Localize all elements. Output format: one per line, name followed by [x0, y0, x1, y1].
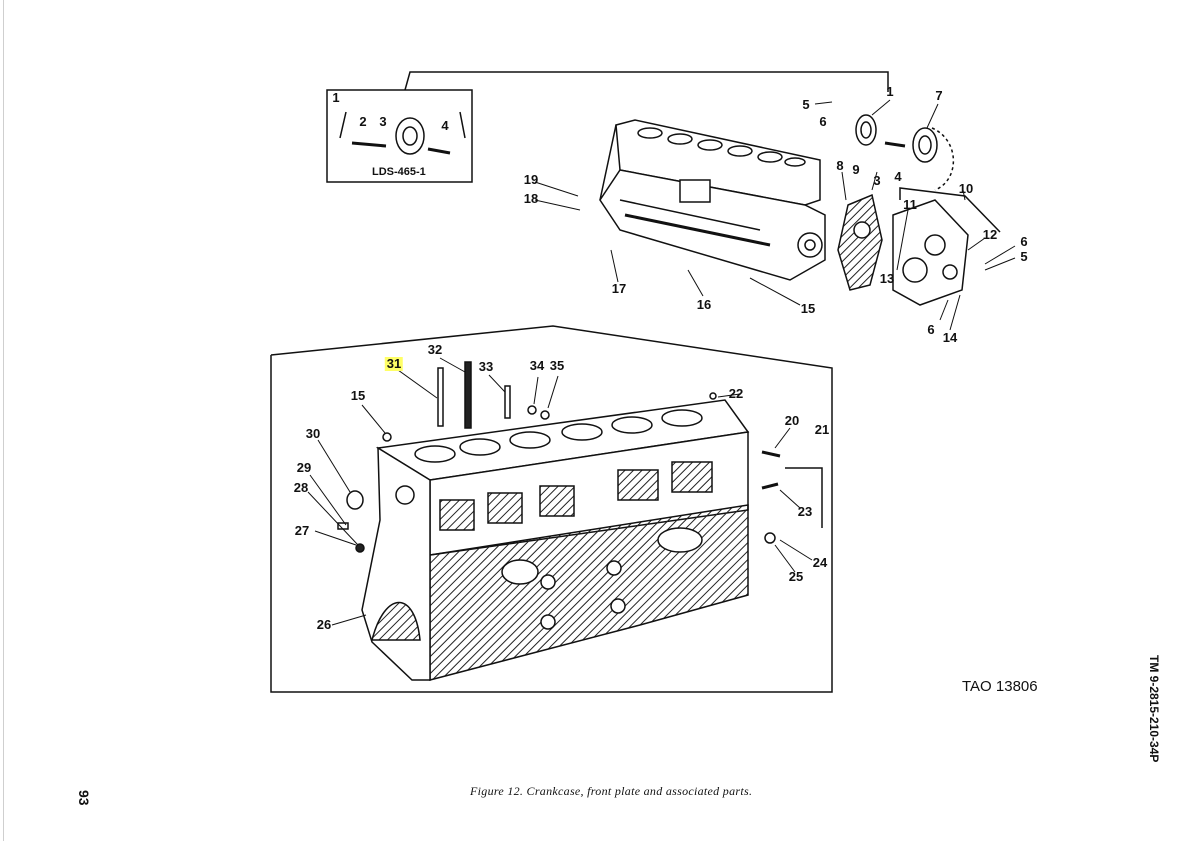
callout-6c-top: 6	[927, 322, 935, 337]
callout-19-top: 19	[523, 172, 539, 187]
callout-4-top: 4	[894, 169, 902, 184]
callout-3-top: 3	[873, 173, 881, 188]
callout-18-top: 18	[523, 191, 539, 206]
upper-front-plate-group	[837, 114, 1001, 306]
lower-small-parts	[337, 361, 781, 553]
callout-15-top: 15	[800, 301, 816, 316]
callout-22-bottom: 22	[728, 386, 744, 401]
callout-26-bottom: 26	[316, 617, 332, 632]
lower-panel-frame	[270, 325, 833, 693]
lower-leader-lines	[307, 357, 813, 626]
callout-33-bottom: 33	[478, 359, 494, 374]
callout-30-bottom: 30	[305, 426, 321, 441]
callout-29-bottom: 29	[296, 460, 312, 475]
callout-13-top: 13	[879, 271, 895, 286]
callout-35-bottom: 35	[549, 358, 565, 373]
callout-9-top: 9	[852, 162, 860, 177]
callout-3-inset: 3	[379, 114, 387, 129]
inset-drawing-label: LDS-465-1	[372, 166, 426, 178]
technical-manual-id: TM 9-2815-210-34P	[1147, 655, 1161, 763]
inset-gasket-group	[326, 71, 889, 183]
callout-2-inset: 2	[359, 114, 367, 129]
callout-6-top: 6	[819, 114, 827, 129]
callout-25-bottom: 25	[788, 569, 804, 584]
upper-leader-lines	[534, 99, 1016, 331]
tao-figure-number: TAO 13806	[962, 678, 1038, 695]
callout-12-top: 12	[982, 227, 998, 242]
callout-21-bottom: 21	[814, 422, 830, 437]
figure-caption: Figure 12. Crankcase, front plate and as…	[470, 784, 753, 798]
lower-engine-block	[361, 399, 750, 681]
callout-8-top: 8	[836, 158, 844, 173]
page-number: 93	[76, 790, 92, 806]
callout-1-top: 1	[886, 84, 894, 99]
callout-5-top: 5	[802, 97, 810, 112]
callout-16-top: 16	[696, 297, 712, 312]
callout-34-bottom: 34	[529, 358, 545, 373]
upper-engine-block	[599, 119, 826, 281]
page-edge-rule	[3, 0, 4, 841]
callout-15-bottom: 15	[350, 388, 366, 403]
callout-1-inset: 1	[332, 90, 340, 105]
callout-24-bottom: 24	[812, 555, 828, 570]
callout-23-bottom: 23	[797, 504, 813, 519]
callout-7-top: 7	[935, 88, 943, 103]
callout-4-inset: 4	[441, 118, 449, 133]
callout-17-top: 17	[611, 281, 627, 296]
callout-27-bottom: 27	[294, 523, 310, 538]
callout-5b-top: 5	[1020, 249, 1028, 264]
callout-20-bottom: 20	[784, 413, 800, 428]
callout-28-bottom: 28	[293, 480, 309, 495]
callout-10-top: 10	[958, 181, 974, 196]
callout-31-highlighted: 31	[384, 356, 404, 371]
callout-32-bottom: 32	[427, 342, 443, 357]
callout-11-top: 11	[903, 197, 917, 212]
callout-14-top: 14	[942, 330, 958, 345]
callout-6b-top: 6	[1020, 234, 1028, 249]
